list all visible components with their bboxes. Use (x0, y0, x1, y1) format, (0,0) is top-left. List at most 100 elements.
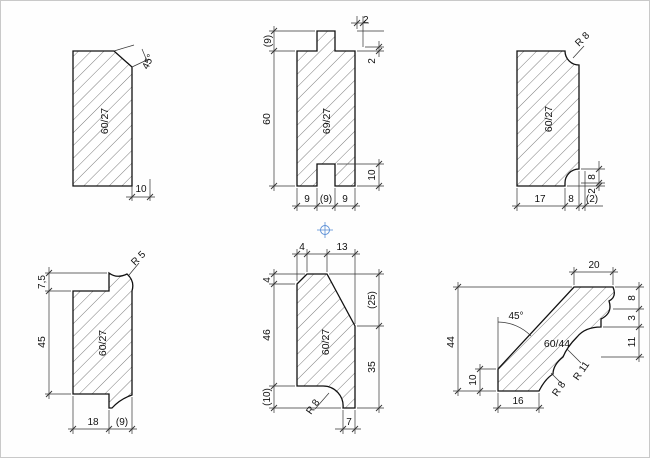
chamfer-leader (113, 44, 135, 52)
profile-1-bottom: 10 (135, 184, 147, 195)
dim-tick (595, 165, 603, 173)
dim-tick (331, 202, 339, 210)
radius-leader (314, 392, 330, 410)
dim-tick (351, 250, 359, 258)
dim-tick (375, 182, 383, 190)
dim-tick (303, 250, 311, 258)
profile-3: 60/27 R 8 8 2 17 8 (2) (512, 30, 605, 211)
dim-tick (45, 269, 53, 277)
radius-leader (128, 262, 140, 276)
dim-tick (454, 387, 462, 395)
profile-2-height: 60 (261, 113, 273, 125)
profile-5-section (296, 273, 356, 409)
profile-6-label: 60/44 (544, 338, 570, 350)
profile-6-right-bottom: 11 (627, 336, 638, 347)
radius-leader (566, 348, 582, 364)
dim-tick (45, 287, 53, 295)
dim-tick (635, 305, 643, 313)
dim-tick (575, 202, 583, 210)
profile-1: 60/27 45° 10 (72, 44, 157, 201)
dim-tick (476, 387, 484, 395)
dim-tick (339, 425, 347, 433)
profile-3-label: 60/27 (543, 106, 555, 132)
dim-tick (270, 404, 278, 412)
profile-2-tongue-side: 2 (367, 58, 378, 64)
profile-3-right-top: 8 (587, 174, 598, 180)
dim-tick (570, 268, 578, 276)
dim-tick (146, 193, 154, 201)
profile-2-tongue-gap: 2 (363, 15, 369, 26)
dim-tick (359, 19, 367, 27)
dim-tick (375, 160, 383, 168)
profile-2: 69/27 (9) 60 2 2 10 (261, 15, 384, 211)
profile-5: 60/27 4 13 4 46 (10) (25) 35 (261, 242, 384, 434)
profile-2-bottom-right: 10 (367, 169, 378, 181)
profile-6-top: 20 (588, 260, 600, 271)
profile-5-left-top: 4 (262, 277, 273, 283)
profile-1-section (72, 50, 133, 187)
dim-tick (323, 250, 331, 258)
profile-6-angle: 45° (508, 311, 523, 322)
profile-6-right-top: 8 (627, 295, 638, 301)
profile-5-radius: R 8 (304, 397, 322, 416)
profile-6-radius-a: R 11 (571, 359, 592, 382)
profile-2-base-left: 9 (304, 194, 310, 205)
profile-1-chamfer: 45° (141, 53, 157, 71)
profile-4-label: 60/27 (97, 330, 109, 356)
dim-tick (375, 270, 383, 278)
profile-4: 60/27 R 5 7,5 45 18 (9) (36, 249, 148, 434)
dim-tick (635, 283, 643, 291)
profile-6-section (497, 286, 615, 392)
dim-tick (635, 323, 643, 331)
dim-tick (375, 404, 383, 412)
profile-5-top-right: 13 (336, 242, 348, 253)
profile-4-base-left: 18 (87, 417, 99, 428)
dim-tick (270, 382, 278, 390)
dim-tick (270, 27, 278, 35)
profile-5-bottom: 7 (346, 417, 352, 428)
profile-6-bottom: 16 (512, 396, 524, 407)
dim-tick (270, 280, 278, 288)
profile-4-height: 45 (36, 336, 48, 348)
profile-2-base-mid: (9) (320, 194, 332, 205)
angle-arc (497, 321, 532, 337)
dim-tick (375, 47, 383, 55)
profile-1-label: 60/27 (99, 108, 111, 134)
dim-tick (293, 202, 301, 210)
profile-6-radius-b: R 8 (550, 379, 568, 398)
dim-tick (595, 182, 603, 190)
dim-tick (595, 179, 603, 187)
profile-6-right-mid: 3 (627, 315, 638, 321)
dim-tick (535, 404, 543, 412)
radius-leader (550, 372, 562, 384)
profile-5-label: 60/27 (320, 329, 332, 355)
profile-2-top-tongue: (9) (263, 35, 274, 47)
chamfer-leader (131, 58, 150, 68)
dim-tick (293, 250, 301, 258)
profile-6-height: 44 (445, 336, 457, 348)
profile-6: 60/44 20 45° 44 10 16 (445, 260, 644, 413)
dim-tick (270, 47, 278, 55)
crosshair-circle-icon (317, 222, 333, 238)
profile-5-left-bottom: (10) (262, 388, 273, 406)
profile-5-right-bottom: 35 (366, 361, 378, 373)
profile-5-left-height: 46 (261, 329, 273, 341)
profile-4-top: 7,5 (37, 275, 48, 289)
dim-tick (375, 322, 383, 330)
profile-2-base-right: 9 (342, 194, 348, 205)
chamfer-dim-line (141, 48, 148, 62)
dim-tick (375, 43, 383, 51)
dim-tick (609, 268, 617, 276)
profile-3-base-right: (2) (586, 194, 598, 205)
radius-leader (572, 45, 585, 59)
profile-3-base-left: 17 (534, 194, 546, 205)
dim-tick (313, 202, 321, 210)
dim-tick (494, 404, 502, 412)
profile-6-left-small: 10 (468, 374, 479, 386)
profile-3-base-mid: 8 (568, 194, 574, 205)
dim-tick (351, 202, 359, 210)
dim-tick (128, 425, 136, 433)
profile-5-right-top: (25) (367, 291, 378, 309)
